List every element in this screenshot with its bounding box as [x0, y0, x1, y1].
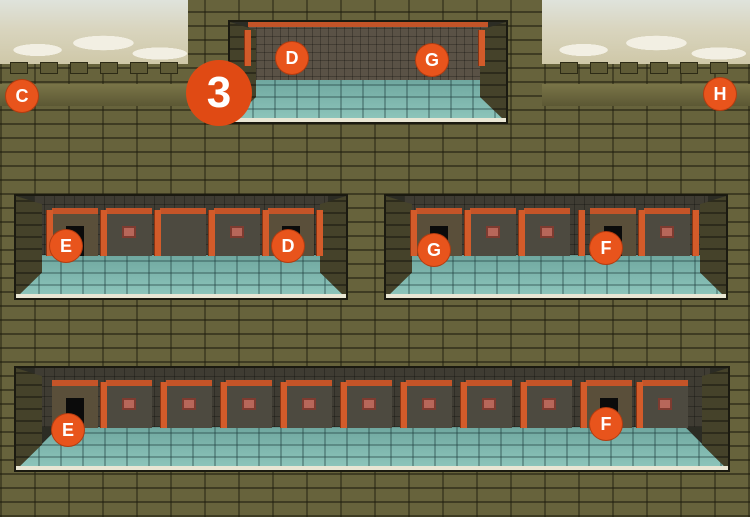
- emblem-icon: [302, 398, 316, 410]
- pillar: [410, 210, 417, 256]
- pillar: [100, 382, 107, 428]
- emblem-icon: [540, 226, 554, 238]
- cell: [106, 208, 152, 256]
- pillar: [464, 210, 471, 256]
- emblem-icon: [122, 398, 136, 410]
- crenel: [560, 62, 578, 74]
- pillar: [340, 382, 347, 428]
- crenel: [620, 62, 638, 74]
- crenel: [710, 62, 728, 74]
- crenel: [130, 62, 148, 74]
- emblem-icon: [242, 398, 256, 410]
- marker-g-top[interactable]: G: [416, 44, 448, 76]
- crenel: [40, 62, 58, 74]
- room-ledge: [16, 294, 346, 298]
- crenel: [590, 62, 608, 74]
- crenel: [650, 62, 668, 74]
- room-top: [228, 20, 508, 124]
- emblem-icon: [482, 398, 496, 410]
- room-bottom: [14, 366, 730, 472]
- pillar: [580, 382, 587, 428]
- pillar: [154, 210, 161, 256]
- area-number-badge: 3: [186, 60, 252, 126]
- pillar: [100, 210, 107, 256]
- pillar: [636, 382, 643, 428]
- marker-g-middle[interactable]: G: [418, 234, 450, 266]
- room-floor: [230, 80, 506, 122]
- pillar: [280, 382, 287, 428]
- room-ledge: [386, 294, 726, 298]
- cell: [470, 208, 516, 256]
- crenel: [10, 62, 28, 74]
- crenel: [680, 62, 698, 74]
- pillar: [160, 382, 167, 428]
- cell: [106, 380, 152, 428]
- cell: [346, 380, 392, 428]
- emblem-icon: [422, 398, 436, 410]
- pillar: [316, 210, 323, 256]
- pillar: [520, 382, 527, 428]
- cell: [226, 380, 272, 428]
- pillar: [208, 210, 215, 256]
- marker-f-bottom[interactable]: F: [590, 408, 622, 440]
- pillar: [578, 210, 585, 256]
- marker-e-bottom[interactable]: E: [52, 414, 84, 446]
- room-ledge: [230, 118, 506, 122]
- cell: [286, 380, 332, 428]
- emblem-icon: [362, 398, 376, 410]
- cell: [642, 380, 688, 428]
- sky-left: [0, 0, 188, 64]
- pillar: [220, 382, 227, 428]
- marker-d-top[interactable]: D: [276, 42, 308, 74]
- emblem-icon: [658, 398, 672, 410]
- pillar: [478, 30, 485, 66]
- cell: [160, 208, 206, 256]
- cell: [166, 380, 212, 428]
- pillar: [400, 382, 407, 428]
- pillar: [262, 210, 269, 256]
- marker-d-middle[interactable]: D: [272, 230, 304, 262]
- pillar: [518, 210, 525, 256]
- room-floor: [16, 427, 728, 470]
- emblem-icon: [122, 226, 136, 238]
- marker-f-middle[interactable]: F: [590, 232, 622, 264]
- pillar: [244, 30, 251, 66]
- marker-c[interactable]: C: [6, 80, 38, 112]
- cell: [466, 380, 512, 428]
- pillar: [460, 382, 467, 428]
- cell: [214, 208, 260, 256]
- marker-h[interactable]: H: [704, 78, 736, 110]
- emblem-icon: [230, 226, 244, 238]
- crenel: [160, 62, 178, 74]
- pillar: [692, 210, 699, 256]
- emblem-icon: [486, 226, 500, 238]
- sky-right: [542, 0, 750, 64]
- cell: [644, 208, 690, 256]
- emblem-icon: [542, 398, 556, 410]
- crenel: [100, 62, 118, 74]
- cell: [526, 380, 572, 428]
- crenel: [70, 62, 88, 74]
- emblem-icon: [660, 226, 674, 238]
- room-ledge: [16, 466, 728, 470]
- cell: [524, 208, 570, 256]
- cell: [406, 380, 452, 428]
- pillar: [638, 210, 645, 256]
- emblem-icon: [182, 398, 196, 410]
- marker-e-middle[interactable]: E: [50, 230, 82, 262]
